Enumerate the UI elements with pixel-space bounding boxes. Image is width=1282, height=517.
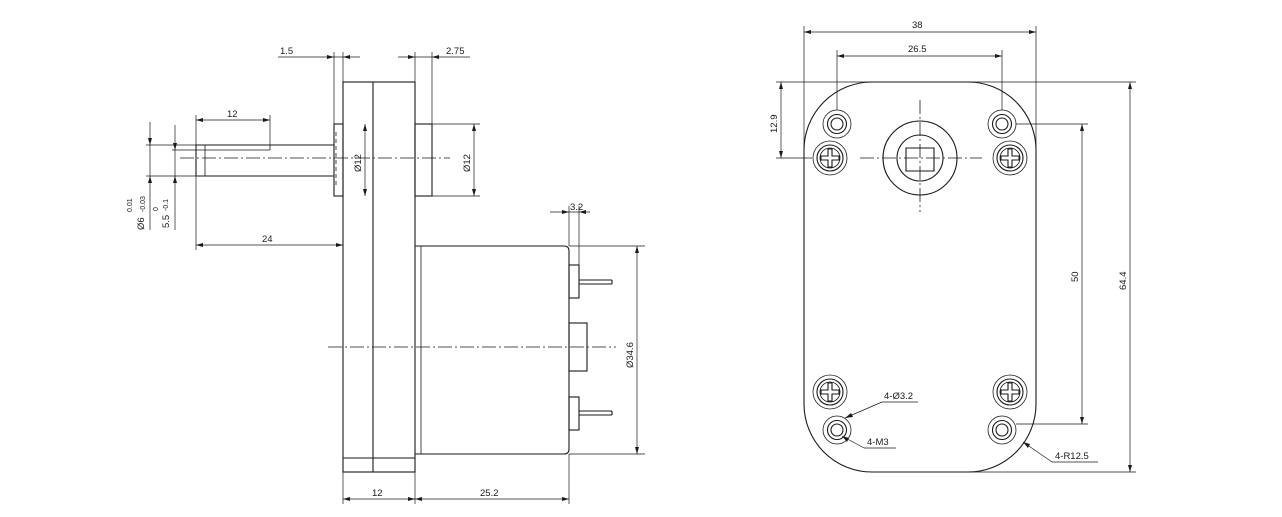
dim-terminal-offset: 3.2 bbox=[550, 202, 590, 265]
shaft-diameter-label: Ø6 bbox=[136, 217, 147, 230]
dim-flange-thickness-label: 1.5 bbox=[280, 46, 293, 57]
dim-left-boss: Ø12 bbox=[353, 124, 367, 196]
tapped-hole-top-left bbox=[822, 109, 852, 139]
dim-hole-spacing-y: 50 bbox=[1016, 123, 1088, 425]
screw-top-right bbox=[992, 140, 1028, 176]
shaft-tol-upper: 0.01 bbox=[127, 198, 134, 212]
dim-hole-spacing-y-label: 50 bbox=[1070, 271, 1081, 282]
right-boss bbox=[414, 123, 433, 197]
tapped-hole-bottom-right bbox=[987, 415, 1017, 445]
dim-boss-height: 2.75 bbox=[398, 46, 470, 124]
flat-tol-upper: 0 bbox=[153, 207, 160, 211]
side-view: 1.5 2.75 12 24 bbox=[127, 46, 645, 504]
dim-gearbox-width-label: 12 bbox=[372, 488, 383, 499]
dim-shaft-length: 24 bbox=[195, 176, 343, 250]
right-boss-diameter-label: Ø12 bbox=[462, 154, 473, 172]
tapped-hole-top-right bbox=[987, 109, 1017, 139]
through-holes-label: 4-Ø3.2 bbox=[884, 391, 913, 402]
dim-hole-spacing-x-label: 26.5 bbox=[908, 44, 927, 55]
output-boss bbox=[882, 120, 958, 196]
left-boss bbox=[333, 123, 344, 197]
dim-top-offset-label: 12.9 bbox=[769, 115, 780, 134]
dim-flat-length: 12 bbox=[195, 109, 271, 145]
dim-overall-width: 38 bbox=[803, 20, 1037, 150]
output-shaft bbox=[195, 144, 334, 177]
leader-corner-radius: 4-R12.5 bbox=[1022, 441, 1098, 463]
dim-flange-thickness: 1.5 bbox=[278, 46, 360, 124]
motor-diameter-label: Ø34.6 bbox=[625, 342, 636, 368]
dim-hole-spacing-x: 26.5 bbox=[836, 44, 1003, 110]
dim-overall-height: 64.4 bbox=[968, 81, 1136, 473]
dim-flat-length-label: 12 bbox=[227, 109, 238, 120]
gearbox-body bbox=[342, 81, 416, 473]
shaft-tol-lower: -0.03 bbox=[140, 196, 147, 212]
dim-gearbox-width: 12 bbox=[342, 458, 416, 504]
dim-right-boss: Ø12 bbox=[432, 123, 480, 197]
dim-overall-width-label: 38 bbox=[912, 20, 923, 31]
dim-terminal-offset-label: 3.2 bbox=[570, 202, 583, 213]
screw-bottom-left bbox=[812, 374, 848, 410]
dim-motor-diameter: Ø34.6 bbox=[569, 245, 645, 455]
corner-radius-label: 4-R12.5 bbox=[1055, 451, 1089, 462]
left-boss-diameter-label: Ø12 bbox=[353, 154, 364, 172]
dim-motor-length-label: 25.2 bbox=[480, 488, 499, 499]
flat-tol-lower: -0.1 bbox=[163, 199, 170, 211]
dim-top-offset: 12.9 bbox=[769, 81, 872, 159]
dim-motor-length: 25.2 bbox=[415, 454, 570, 504]
screw-bottom-right bbox=[992, 374, 1028, 410]
dim-overall-height-label: 64.4 bbox=[1118, 272, 1129, 291]
leader-tapped-holes: 4-M3 bbox=[841, 435, 896, 449]
front-view: 38 26.5 12.9 50 bbox=[769, 20, 1136, 473]
motor-can bbox=[415, 245, 613, 455]
leader-through-holes: 4-Ø3.2 bbox=[844, 391, 918, 419]
tapped-holes-label: 4-M3 bbox=[867, 437, 889, 448]
dim-boss-height-label: 2.75 bbox=[446, 46, 465, 57]
dim-shaft-length-label: 24 bbox=[262, 234, 273, 245]
dim-shaft-diameter: Ø6 0.01 -0.03 5.5 0 -0.1 bbox=[127, 122, 196, 230]
screw-top-left bbox=[812, 140, 848, 176]
flat-width-label: 5.5 bbox=[161, 215, 172, 228]
